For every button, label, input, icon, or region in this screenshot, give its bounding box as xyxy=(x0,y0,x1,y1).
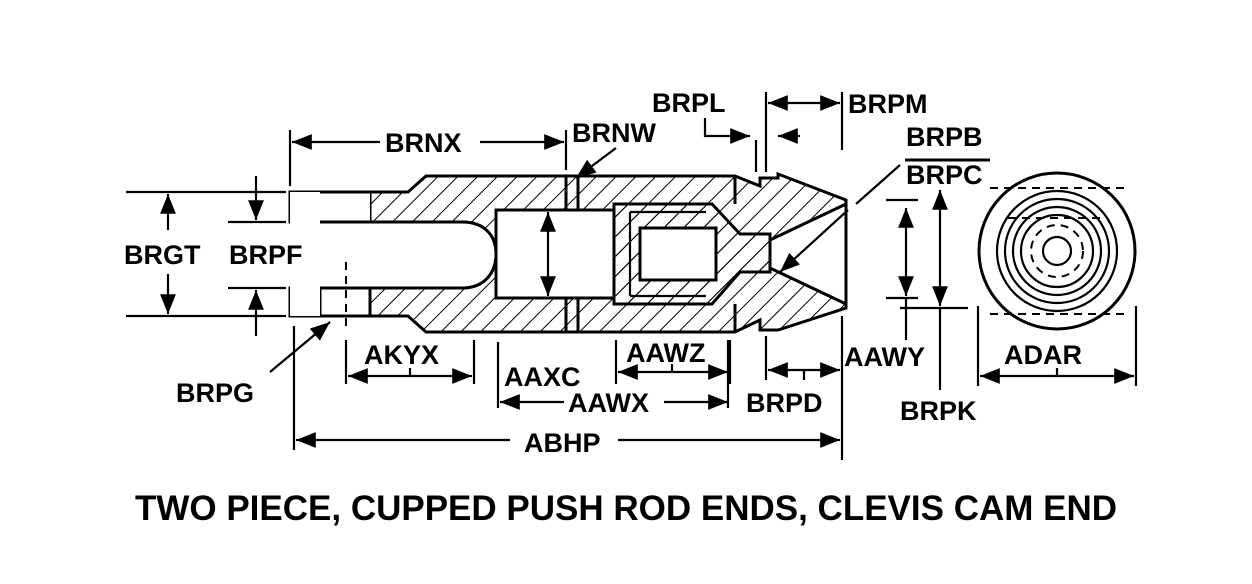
label-aawx: AAWX xyxy=(568,388,649,418)
label-brgt: BRGT xyxy=(124,240,201,270)
insert-bore xyxy=(638,226,718,282)
label-brpb: BRPB xyxy=(906,122,983,152)
label-aawy: AAWY xyxy=(844,342,925,372)
label-brpl: BRPL xyxy=(652,88,726,118)
label-brpk: BRPK xyxy=(900,396,977,426)
label-brpm: BRPM xyxy=(848,89,928,119)
diagram-caption: TWO PIECE, CUPPED PUSH ROD ENDS, CLEVIS … xyxy=(135,489,1117,528)
label-brpd: BRPD xyxy=(746,388,823,418)
label-abhp: ABHP xyxy=(524,428,601,458)
label-brnx: BRNX xyxy=(385,128,462,158)
label-akyx: AKYX xyxy=(364,340,439,370)
dimension-lines xyxy=(126,92,1138,460)
label-brpg: BRPG xyxy=(176,378,254,408)
end-view xyxy=(977,171,1137,331)
bore-cavity xyxy=(494,208,616,300)
label-brpc: BRPC xyxy=(906,160,983,190)
dimension-labels: BRPL BRPM BRNX BRNW BRPB BRPC BRGT BRPF … xyxy=(124,88,1082,458)
rod-body-section xyxy=(288,171,848,334)
label-aawz: AAWZ xyxy=(626,338,705,368)
label-brpf: BRPF xyxy=(229,240,303,270)
label-aaxc: AAXC xyxy=(504,362,581,392)
label-brnw: BRNW xyxy=(572,118,656,148)
label-adar: ADAR xyxy=(1004,340,1082,370)
